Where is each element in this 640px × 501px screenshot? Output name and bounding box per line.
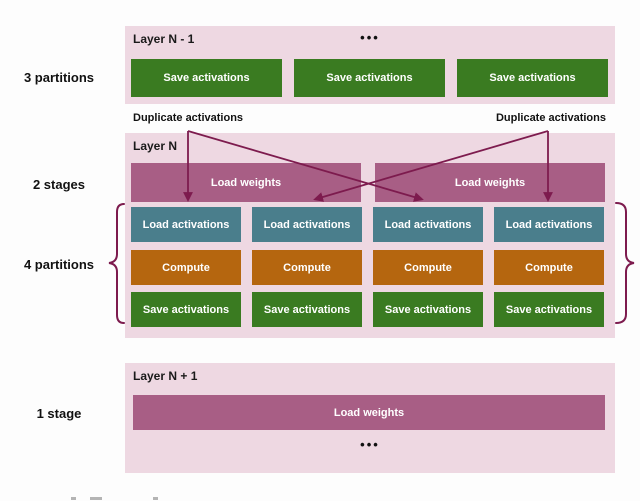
layer-n-title: Layer N: [133, 139, 178, 153]
save-activations-box: Save activations: [131, 292, 241, 327]
caption-fragment: [153, 497, 158, 500]
load-activations-box: Load activations: [252, 207, 362, 242]
save-activations-box: Save activations: [373, 292, 483, 327]
save-activations-box: Save activations: [294, 59, 445, 97]
ellipsis-bottom: •••: [360, 437, 380, 452]
label-2-stages: 2 stages: [32, 177, 86, 192]
label-4-partitions: 4 partitions: [23, 257, 95, 272]
compute-box: Compute: [131, 250, 241, 285]
layer-n-plus-1-title: Layer N + 1: [133, 369, 198, 383]
caption-fragment: [71, 497, 76, 500]
save-activations-box: Save activations: [457, 59, 608, 97]
load-activations-box: Load activations: [494, 207, 604, 242]
compute-box: Compute: [373, 250, 483, 285]
label-1-stage: 1 stage: [36, 406, 82, 421]
load-weights-bar: Load weights: [375, 163, 605, 202]
save-activations-box: Save activations: [131, 59, 282, 97]
layer-n-minus-1-title: Layer N - 1: [133, 32, 195, 46]
duplicate-activations-label-left: Duplicate activations: [133, 112, 244, 124]
load-activations-box: Load activations: [373, 207, 483, 242]
right-brace-4-partitions: [615, 202, 635, 324]
save-activations-box: Save activations: [494, 292, 604, 327]
layer-n-plus-1-section: Layer N + 1 Load weights •••: [125, 363, 615, 473]
compute-box: Compute: [494, 250, 604, 285]
load-weights-bar: Load weights: [131, 163, 361, 202]
layer-n-section: Layer N Load weights Load weights Load a…: [125, 133, 615, 338]
load-activations-box: Load activations: [131, 207, 241, 242]
layer-n-minus-1-section: Layer N - 1 ••• Save activations Save ac…: [125, 26, 615, 104]
compute-box: Compute: [252, 250, 362, 285]
caption-fragment: [90, 497, 102, 500]
ellipsis-top: •••: [360, 30, 380, 45]
label-3-partitions: 3 partitions: [23, 70, 95, 85]
load-weights-bar: Load weights: [133, 395, 605, 430]
save-activations-box: Save activations: [252, 292, 362, 327]
duplicate-activations-label-right: Duplicate activations: [495, 112, 606, 124]
